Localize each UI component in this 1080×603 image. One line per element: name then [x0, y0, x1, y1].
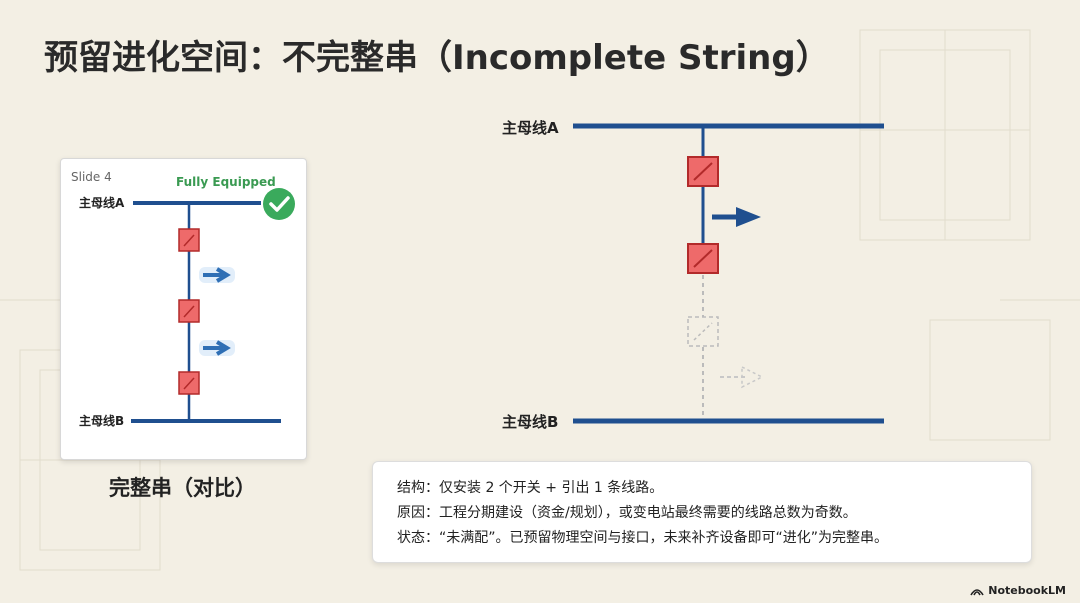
arrow-right-icon — [712, 207, 761, 227]
info-reason: 原因：工程分期建设（资金/规划），或变电站最终需要的线路总数为奇数。 — [397, 505, 857, 521]
reserved-switch-icon — [687, 316, 719, 347]
complete-string-thumbnail: Slide 4 Fully Equipped 主母线A — [60, 158, 307, 460]
bus-b-label: 主母线B — [502, 413, 558, 431]
notebooklm-brand: NotebookLM — [970, 584, 1066, 597]
thumb-switch-icon — [178, 371, 200, 395]
thumb-arrow-icon — [199, 267, 235, 283]
info-box: 结构：仅安装 2 个开关 + 引出 1 条线路。 原因：工程分期建设（资金/规划… — [372, 461, 1032, 563]
info-structure: 结构：仅安装 2 个开关 + 引出 1 条线路。 — [397, 480, 664, 496]
brand-name: NotebookLM — [988, 584, 1066, 597]
page-title: 预留进化空间：不完整串（Incomplete String） — [44, 38, 830, 78]
reserved-arrow-icon — [720, 365, 764, 389]
switch-icon — [687, 156, 719, 187]
status-text: Fully Equipped — [176, 175, 276, 189]
switch-icon — [687, 243, 719, 274]
thumbnail-diagram: Slide 4 Fully Equipped 主母线A — [71, 170, 295, 428]
thumb-bus-a-label: 主母线A — [79, 195, 125, 210]
thumb-switch-icon — [178, 299, 200, 323]
incomplete-string-diagram: 主母线A 主母线B — [502, 119, 884, 431]
notebooklm-logo-icon — [970, 588, 984, 595]
bus-a-label: 主母线A — [502, 119, 559, 137]
thumbnail-caption: 完整串（对比） — [109, 476, 256, 500]
thumb-bus-b-label: 主母线B — [79, 413, 124, 428]
check-icon — [263, 188, 295, 220]
thumb-switch-icon — [178, 228, 200, 252]
info-status: 状态：“未满配”。已预留物理空间与接口，未来补齐设备即可“进化”为完整串。 — [397, 530, 889, 546]
thumb-arrow-icon — [199, 340, 235, 356]
slide-label: Slide 4 — [71, 170, 112, 184]
